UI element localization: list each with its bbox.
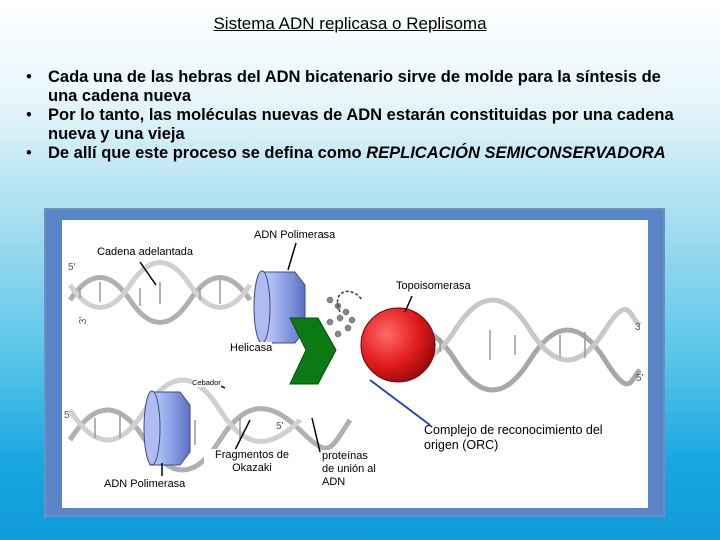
bullet-emphasis: REPLICACIÓN SEMICONSERVADORA [366,144,666,162]
strand-end-label: 3' [78,316,90,325]
topoisomerase-rotation-arrow [336,290,363,313]
label-orc: Complejo de reconocimiento del origen (O… [424,423,603,452]
label-cadena-adelantada: Cadena adelantada [97,246,194,258]
strand-end-label: 5' [276,421,284,432]
bullet-item: Por lo tanto, las moléculas nuevas de AD… [24,106,694,144]
bullet-list: Cada una de las hebras del ADN bicatenar… [24,68,694,163]
label-topoisomerasa: Topoisomerasa [396,280,471,292]
strand-end-label: 5' [636,373,644,384]
label-adn-polimerasa-top: ADN Polimerasa [254,229,336,241]
strand-end-label: 5' [68,262,76,273]
orc-sphere-icon [360,307,436,383]
bullet-text: De allí que este proceso se defina como [48,144,367,162]
bottom-helix [67,377,353,473]
label-helicasa: Helicasa [230,342,273,354]
strand-end-label: 5 [64,410,70,421]
polymerase-bottom-icon [143,390,191,466]
bullet-item: De allí que este proceso se defina como … [24,144,694,163]
orc-pointer-line [369,379,431,426]
bullet-item: Cada una de las hebras del ADN bicatenar… [24,68,694,106]
label-fragmentos-okazaki: Fragmentos de Okazaki [204,449,300,475]
label-cebador: Cebador [192,378,221,387]
page-title: Sistema ADN replicasa o Replisoma [213,14,487,33]
helicase-icon [289,317,337,385]
top-helix [67,260,253,325]
label-adn-polimerasa-bottom: ADN Polimerasa [104,478,186,490]
strand-end-label: 3 [635,322,641,333]
label-proteinas-union: proteínas de unión al ADN [322,450,378,489]
